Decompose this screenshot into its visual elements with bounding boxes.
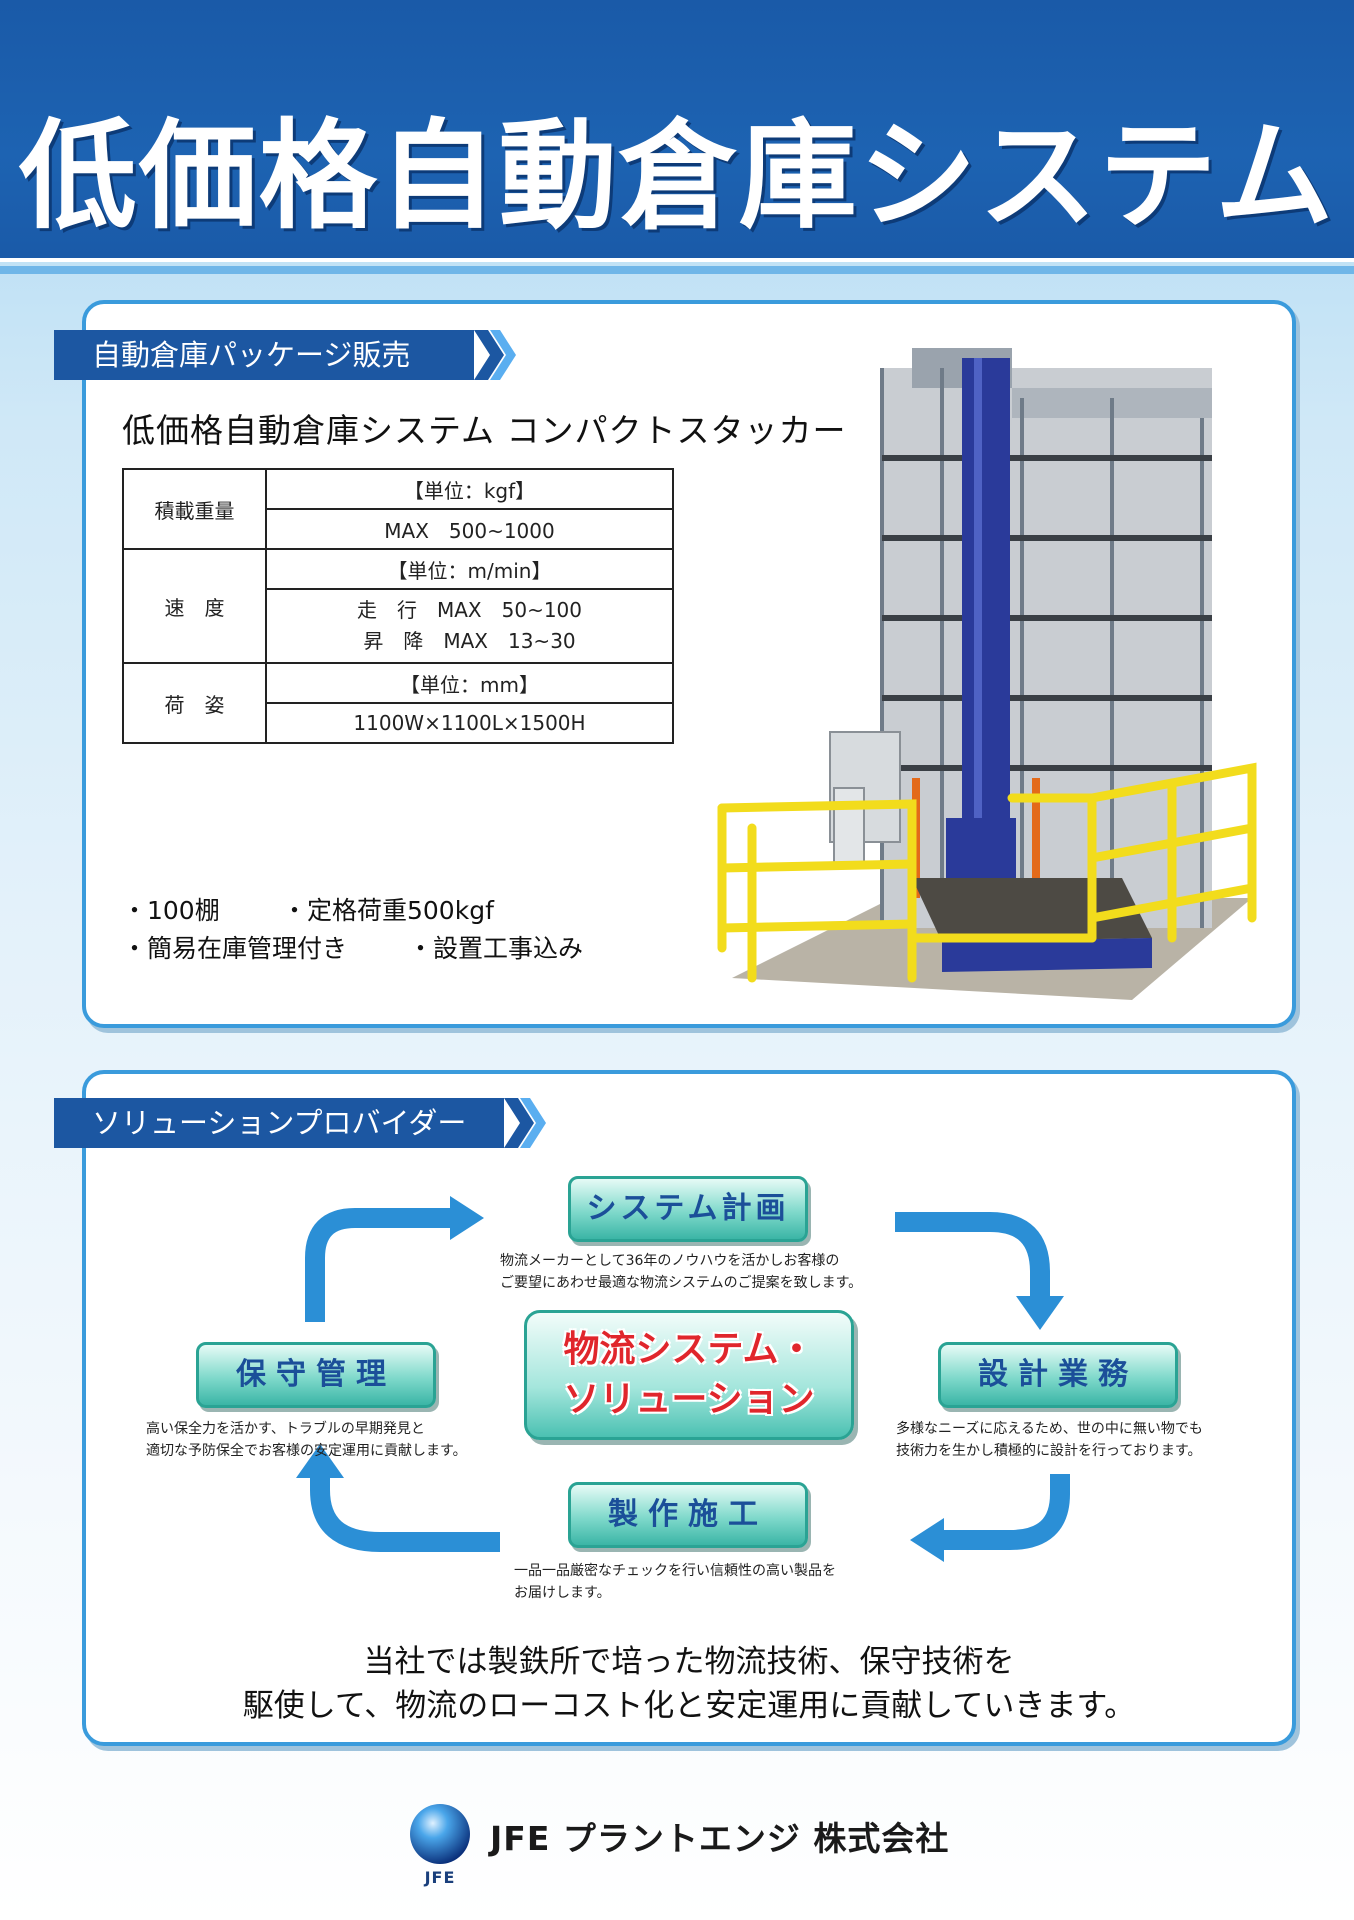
system-plan-desc-line: 物流メーカーとして36年のノウハウを活かしお客様の (500, 1253, 840, 1269)
design-tag: 設計業務 (938, 1342, 1178, 1408)
chevron-right-icon (474, 330, 516, 380)
feature-list: ・100棚 ・定格荷重500kgf ・簡易在庫管理付き ・設置工事込み (122, 892, 583, 968)
solution-ribbon: ソリューションプロバイダー (54, 1098, 546, 1148)
spec-load-unit: 【単位：kgf】 (265, 468, 674, 510)
spec-speed-value: 走 行 MAX 50~100 昇 降 MAX 13~30 (265, 588, 674, 664)
page-title: 低価格自動倉庫システム (18, 107, 1336, 245)
construction-desc: 一品一品厳密なチェックを行い信頼性の高い製品を お届けします。 (514, 1560, 836, 1604)
spec-form-label: 荷 姿 (122, 662, 267, 744)
spec-form-value: 1100W×1100L×1500H (265, 702, 674, 744)
spec-load-label: 積載重量 (122, 468, 267, 550)
spec-speed-lift: 昇 降 MAX 13~30 (363, 629, 576, 653)
maintenance-desc-line: 高い保全力を活かす、トラブルの早期発見と (146, 1421, 425, 1437)
feature-item: ・設置工事込み (408, 934, 584, 963)
closing-line-2: 駆使して、物流のローコスト化と安定運用に貢献していきます。 (242, 1688, 1136, 1724)
maintenance-tag: 保守管理 (196, 1342, 436, 1408)
logo-text: JFE (424, 1868, 456, 1887)
construction-tag: 製作施工 (568, 1482, 808, 1548)
solution-ribbon-label: ソリューションプロバイダー (92, 1106, 467, 1140)
stacker-photo (717, 348, 1257, 1000)
package-ribbon: 自動倉庫パッケージ販売 (54, 330, 516, 380)
system-plan-desc: 物流メーカーとして36年のノウハウを活かしお客様の ご要望にあわせ最適な物流シス… (500, 1250, 862, 1294)
feature-item: ・簡易在庫管理付き (122, 934, 348, 963)
construction-desc-line: 一品一品厳密なチェックを行い信頼性の高い製品を (514, 1563, 836, 1579)
closing-statement: 当社では製鉄所で培った物流技術、保守技術を 駆使して、物流のローコスト化と安定運… (82, 1640, 1296, 1728)
maintenance-desc-line: 適切な予防保全でお客様の安定運用に貢献します。 (146, 1443, 467, 1459)
feature-item: ・定格荷重500kgf (282, 896, 494, 925)
company-name: JFE プラントエンジ 株式会社 (490, 1819, 950, 1858)
chevron-right-icon (504, 1098, 546, 1148)
maintenance-desc: 高い保全力を活かす、トラブルの早期発見と 適切な予防保全でお客様の安定運用に貢献… (146, 1418, 467, 1462)
design-desc-line: 多様なニーズに応えるため、世の中に無い物でも (896, 1421, 1203, 1437)
spec-speed-label: 速 度 (122, 548, 267, 664)
header-banner: 低価格自動倉庫システム (0, 0, 1354, 262)
spec-speed-travel: 走 行 MAX 50~100 (356, 598, 583, 622)
spec-table: 積載重量 【単位：kgf】 MAX 500~1000 速 度 【単位：m/min… (122, 468, 674, 744)
center-line-1: 物流システム・ (563, 1329, 815, 1370)
center-line-2: ソリューション (563, 1379, 815, 1420)
spec-load-value: MAX 500~1000 (265, 508, 674, 550)
header-divider (0, 266, 1354, 274)
spec-speed-unit: 【単位：m/min】 (265, 548, 674, 590)
spec-form-unit: 【単位：mm】 (265, 662, 674, 704)
system-plan-tag: システム計画 (568, 1176, 808, 1242)
product-subtitle: 低価格自動倉庫システム コンパクトスタッカー (122, 411, 847, 450)
design-desc-line: 技術力を生かし積極的に設計を行っております。 (896, 1443, 1202, 1459)
construction-desc-line: お届けします。 (514, 1585, 611, 1601)
package-ribbon-label: 自動倉庫パッケージ販売 (92, 338, 411, 372)
logistics-solution-box: 物流システム・ ソリューション (524, 1310, 854, 1440)
feature-item: ・100棚 (122, 896, 220, 925)
closing-line-1: 当社では製鉄所で培った物流技術、保守技術を (363, 1644, 1015, 1680)
design-desc: 多様なニーズに応えるため、世の中に無い物でも 技術力を生かし積極的に設計を行って… (896, 1418, 1203, 1462)
system-plan-desc-line: ご要望にあわせ最適な物流システムのご提案を致します。 (500, 1275, 863, 1291)
jfe-logo-icon (410, 1804, 470, 1864)
